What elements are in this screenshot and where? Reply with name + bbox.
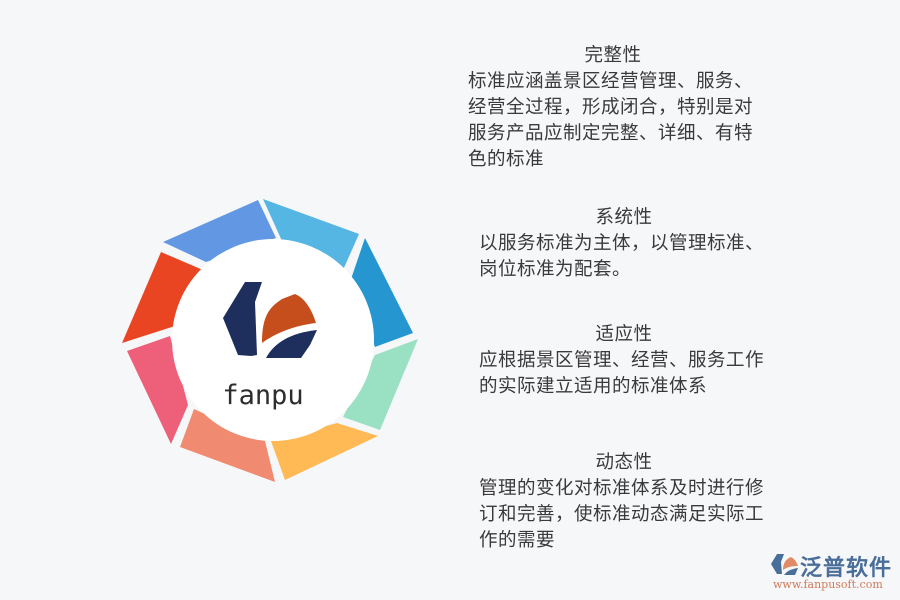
- item-body: 应根据景区管理、经营、服务工作的实际建立适用的标准体系: [479, 350, 765, 397]
- fanpu-brand-icon: [771, 554, 798, 575]
- ring-segment-red-orange: [122, 252, 203, 343]
- item-completeness: 完整性 标准应涵盖景区经营管理、服务、经营全过程，形成闭合，特别是对服务产品应制…: [468, 43, 768, 173]
- ring-segment-sky-blue: [263, 199, 359, 270]
- logo-wordmark: fanpu: [222, 380, 303, 411]
- ring-segment-pink: [127, 336, 188, 444]
- item-body: 标准应涵盖景区经营管理、服务、经营全过程，形成闭合，特别是对服务产品应制定完整、…: [468, 71, 754, 170]
- item-body: 管理的变化对标准体系及时进行修订和完善，使标准动态满足实际工作的需要: [479, 478, 765, 551]
- ring-segment-mint: [343, 339, 418, 430]
- item-title: 适应性: [595, 324, 653, 345]
- item-adaptability: 适应性 应根据景区管理、经营、服务工作的实际建立适用的标准体系: [479, 322, 769, 400]
- item-title: 系统性: [595, 207, 653, 228]
- fanpu-watermark: 泛普软件 www.fanpusoft.com: [768, 550, 898, 596]
- item-title: 完整性: [584, 45, 642, 66]
- item-title: 动态性: [595, 452, 653, 473]
- center-circle: [172, 239, 374, 441]
- ring-segment-salmon: [180, 409, 275, 482]
- item-body: 以服务标准为主体，以管理标准、岗位标准为配套。: [479, 233, 765, 280]
- fanpu-logo-icon: [223, 282, 317, 358]
- item-dynamic: 动态性 管理的变化对标准体系及时进行修订和完善，使标准动态满足实际工作的需要: [479, 450, 769, 554]
- item-systematic: 系统性 以服务标准为主体，以管理标准、岗位标准为配套。: [479, 205, 769, 283]
- brand-name: 泛普软件: [800, 556, 893, 581]
- brand-url: www.fanpusoft.com: [773, 578, 883, 591]
